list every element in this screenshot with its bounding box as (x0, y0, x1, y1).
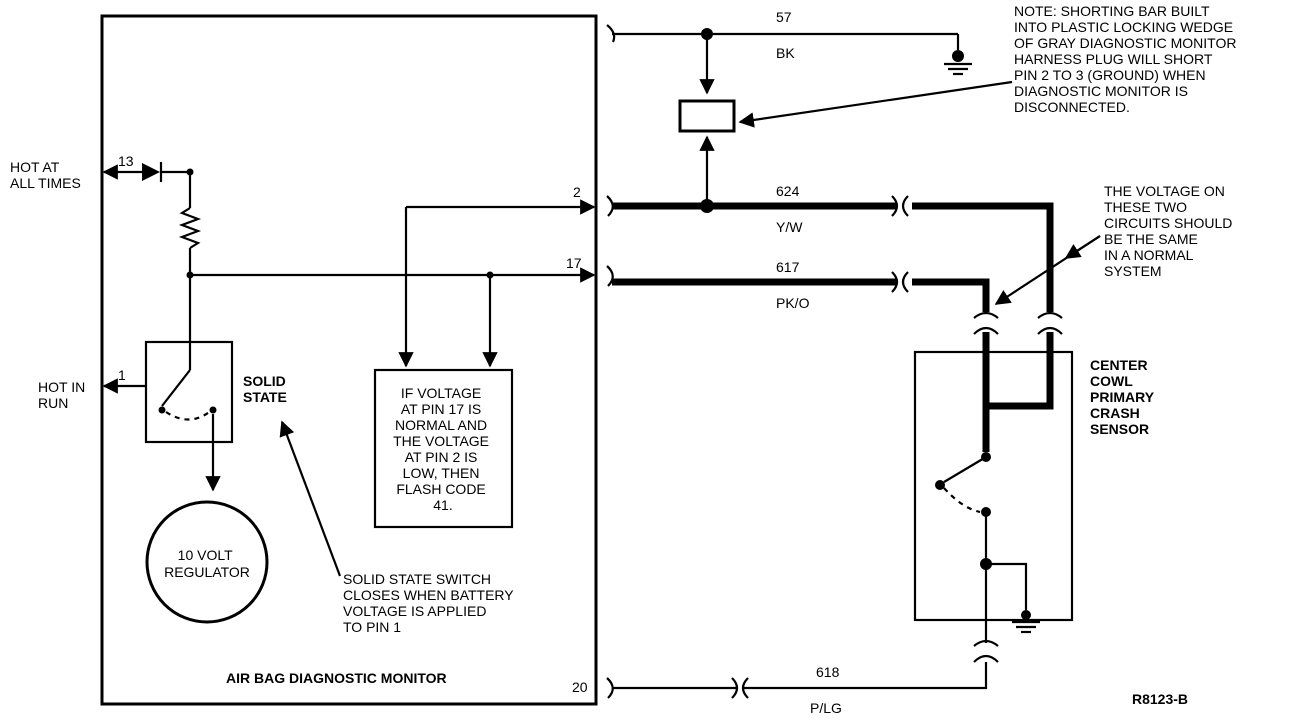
voltage-regulator (145, 500, 269, 624)
circuit-618-connectors (731, 639, 999, 699)
circuit-57-color: BK (776, 45, 795, 61)
shorting-bar-icon (678, 99, 736, 133)
sensor-connector-icon (973, 311, 1063, 335)
solid-state-note-arrow (279, 420, 342, 577)
hot-at-all-times-label: HOT AT ALL TIMES (10, 159, 81, 191)
crash-sensor-box (913, 350, 1074, 622)
circuit-617-number: 617 (776, 259, 800, 275)
flash-code-box (373, 368, 514, 529)
circuit-624-color: Y/W (776, 219, 803, 235)
circuit-624-number: 624 (776, 183, 800, 199)
voltage-note-arrow-2 (994, 235, 1101, 305)
sensor-ground-icon (1012, 620, 1040, 634)
voltage-note: THE VOLTAGE ON THESE TWO CIRCUITS SHOULD… (1104, 183, 1236, 279)
monitor-title: AIR BAG DIAGNOSTIC MONITOR (226, 670, 447, 686)
shorting-bar-note: NOTE: SHORTING BAR BUILT INTO PLASTIC LO… (1014, 3, 1240, 115)
resistor-icon (178, 207, 202, 249)
pin-13-label: 13 (118, 153, 134, 169)
pin-1-label: 1 (118, 367, 126, 383)
pin-20-label: 20 (572, 679, 588, 695)
switch-icon (158, 342, 217, 421)
solid-state-note: SOLID STATE SWITCH CLOSES WHEN BATTERY V… (343, 571, 517, 635)
crash-sensor-label: CENTER COWL PRIMARY CRASH SENSOR (1090, 357, 1158, 437)
circuit-618-color: P/LG (810, 700, 842, 716)
circuit-617-color: PK/O (776, 295, 810, 311)
circuit-57-number: 57 (776, 9, 792, 25)
pin-17-label: 17 (566, 255, 582, 271)
circuit-618-number: 618 (816, 664, 840, 680)
flash-code-text: IF VOLTAGE AT PIN 17 IS NORMAL AND THE V… (393, 385, 493, 513)
connector-icon (606, 24, 616, 699)
ground-icon (944, 62, 972, 76)
hot-in-run-label: HOT IN RUN (38, 379, 89, 411)
diode-icon (142, 162, 163, 182)
shorting-note-arrow (738, 80, 1013, 128)
sensor-switch-icon (935, 456, 991, 517)
figure-id: R8123-B (1132, 691, 1188, 707)
pin-2-label: 2 (573, 184, 581, 200)
diagnostic-monitor-box (100, 14, 598, 706)
regulator-label: 10 VOLT REGULATOR (164, 547, 250, 580)
solid-state-label: SOLID STATE (243, 373, 290, 405)
